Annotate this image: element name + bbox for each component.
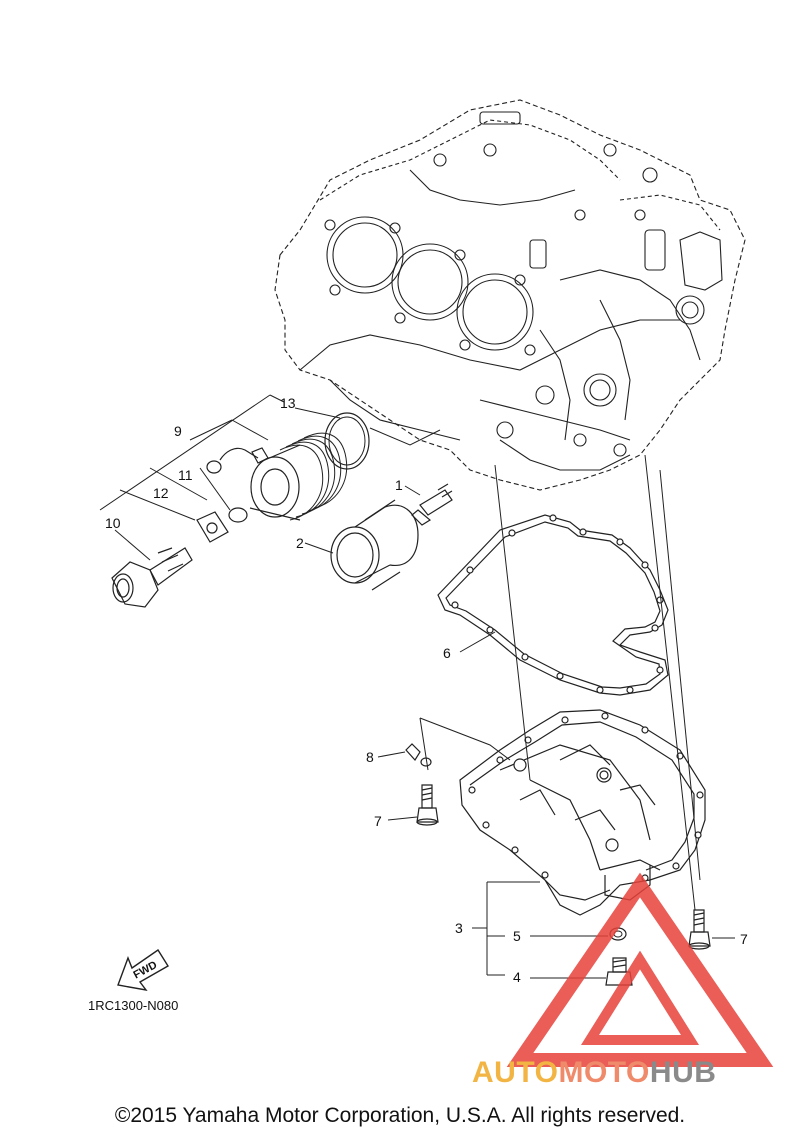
callout-labels: 1 2 3 4 5 6 7 7 8 9 10 11 12 13 [105, 395, 748, 985]
oil-pan-3 [459, 709, 706, 916]
oil-pan-gasket-6 [437, 514, 669, 696]
bolt-7-right [688, 909, 711, 950]
callout-6: 6 [443, 645, 451, 661]
diagram-code: 1RC1300-N080 [88, 998, 179, 1013]
fitting-1 [411, 483, 453, 526]
drain-bolt-4 [605, 957, 633, 986]
callout-1: 1 [395, 477, 403, 493]
oil-filter-2 [330, 499, 419, 591]
callout-8: 8 [366, 749, 374, 765]
callout-10: 10 [105, 515, 121, 531]
washer-12 [196, 511, 229, 543]
wordmark-auto: AUTO [472, 1056, 559, 1089]
callout-9: 9 [174, 423, 182, 439]
leader-lines [99, 394, 735, 979]
callout-11: 11 [178, 467, 193, 483]
callout-5: 5 [513, 928, 521, 944]
wordmark-hub: HUB [649, 1056, 717, 1089]
union-bolt-10 [111, 547, 193, 608]
callout-4: 4 [513, 969, 521, 985]
wordmark-moto: MOTO [558, 1056, 650, 1089]
callout-3: 3 [455, 920, 463, 936]
callout-13: 13 [280, 395, 296, 411]
o-ring-11 [228, 507, 248, 523]
fwd-arrow-icon: FWD [117, 949, 169, 992]
callout-2: 2 [296, 535, 304, 551]
callout-12: 12 [153, 485, 169, 501]
automotohub-logo-icon [506, 872, 774, 1067]
o-ring-13 [324, 412, 370, 470]
bolt-7-left [416, 784, 439, 826]
copyright-notice: ©2015 Yamaha Motor Corporation, U.S.A. A… [114, 1104, 686, 1127]
callout-7-left: 7 [374, 813, 382, 829]
engine-block [274, 99, 746, 491]
callout-7-right: 7 [740, 931, 748, 947]
automotohub-wordmark: AUTOMOTOHUB [472, 1056, 716, 1090]
